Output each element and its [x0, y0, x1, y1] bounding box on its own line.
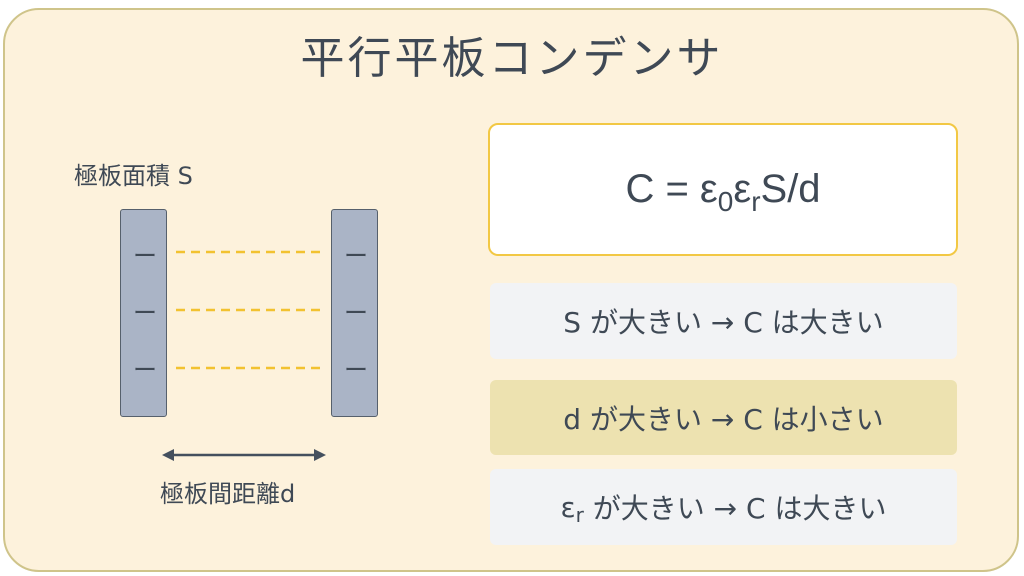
rule-text: S が大きい → C は大きい — [563, 306, 884, 339]
field-lines — [176, 250, 323, 370]
right-plate: ー ー ー — [331, 209, 378, 417]
rule-area: S が大きい → C は大きい — [490, 283, 957, 359]
charge-sign: ー — [133, 299, 157, 327]
rule-distance: d が大きい → C は小さい — [490, 380, 957, 455]
left-plate: ー ー ー — [120, 209, 167, 417]
arrow-left-head — [162, 449, 174, 461]
formula-rest: S/d — [760, 167, 821, 211]
charge-sign: ー — [133, 242, 157, 270]
plate-distance-label: 極板間距離d — [160, 480, 296, 508]
rule-epsilon-subscript: r — [575, 503, 584, 527]
charge-sign: ー — [344, 356, 368, 384]
charge-sign: ー — [344, 242, 368, 270]
rule-epsilon-symbol: ε — [560, 490, 576, 524]
epsilon-r-subscript: r — [751, 185, 761, 217]
distance-arrow — [162, 449, 326, 461]
page-title: 平行平板コンデンサ — [300, 33, 724, 84]
rule-text: d が大きい → C は小さい — [563, 402, 884, 436]
plate-area-label: 極板面積 S — [74, 162, 193, 190]
epsilon-r-symbol: ε — [733, 167, 752, 211]
epsilon-zero-subscript: 0 — [717, 185, 734, 217]
charge-sign: ー — [133, 356, 157, 384]
formula-lhs: C = — [625, 167, 700, 211]
epsilon-zero-symbol: ε — [699, 167, 718, 211]
rule-text: が大きい → C は大きい — [583, 492, 887, 525]
arrow-right-head — [314, 449, 326, 461]
charge-sign: ー — [344, 299, 368, 327]
